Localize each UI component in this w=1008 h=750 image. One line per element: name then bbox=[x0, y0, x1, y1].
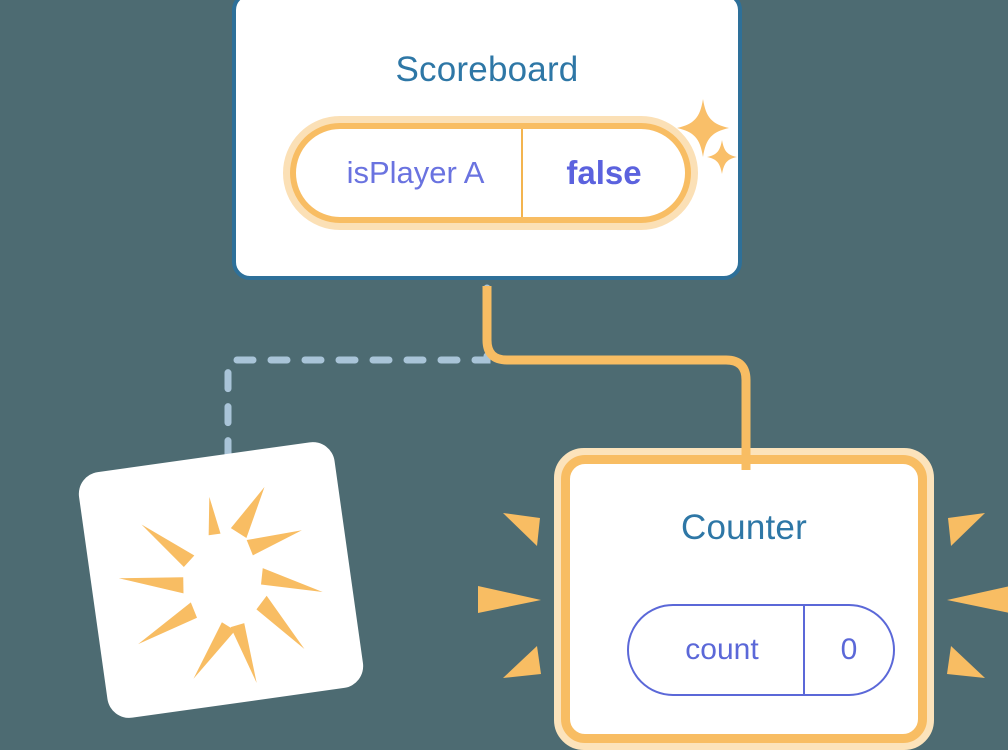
pill-highlight-halo bbox=[283, 116, 698, 230]
sparkle-small-icon bbox=[707, 140, 737, 174]
counter-card[interactable]: Counter count 0 bbox=[554, 448, 934, 750]
pill-highlight-ring: isPlayer A false bbox=[290, 123, 691, 223]
counter-state-key: count bbox=[685, 633, 759, 666]
ray-right-top bbox=[948, 513, 985, 546]
counter-card-body: Counter count 0 bbox=[561, 455, 927, 743]
counter-title: Counter bbox=[681, 508, 807, 547]
burst-icon bbox=[118, 487, 323, 684]
ray-left-bottom bbox=[503, 646, 541, 678]
scoreboard-state-value: false bbox=[566, 154, 642, 191]
counter-state-pill[interactable]: count 0 bbox=[627, 604, 895, 696]
ray-left-mid bbox=[478, 586, 541, 613]
scoreboard-state-pill[interactable]: isPlayer A false bbox=[283, 116, 698, 230]
ray-right-bottom bbox=[947, 646, 985, 678]
ray-right-mid bbox=[947, 586, 1008, 613]
sparkle-large-icon bbox=[677, 99, 729, 157]
ray-left-top bbox=[503, 513, 540, 546]
pill-divider bbox=[521, 129, 523, 217]
counter-state-value: 0 bbox=[840, 633, 858, 666]
connector-scoreboard-to-burst-card bbox=[224, 284, 491, 482]
scoreboard-state-key: isPlayer A bbox=[346, 155, 485, 190]
re-render-burst-card[interactable] bbox=[75, 439, 367, 721]
scoreboard-card[interactable]: Scoreboard isPlayer A false bbox=[232, 0, 742, 280]
pill-divider bbox=[803, 606, 805, 694]
scoreboard-title: Scoreboard bbox=[395, 50, 579, 89]
connector-scoreboard-to-counter bbox=[482, 286, 751, 470]
